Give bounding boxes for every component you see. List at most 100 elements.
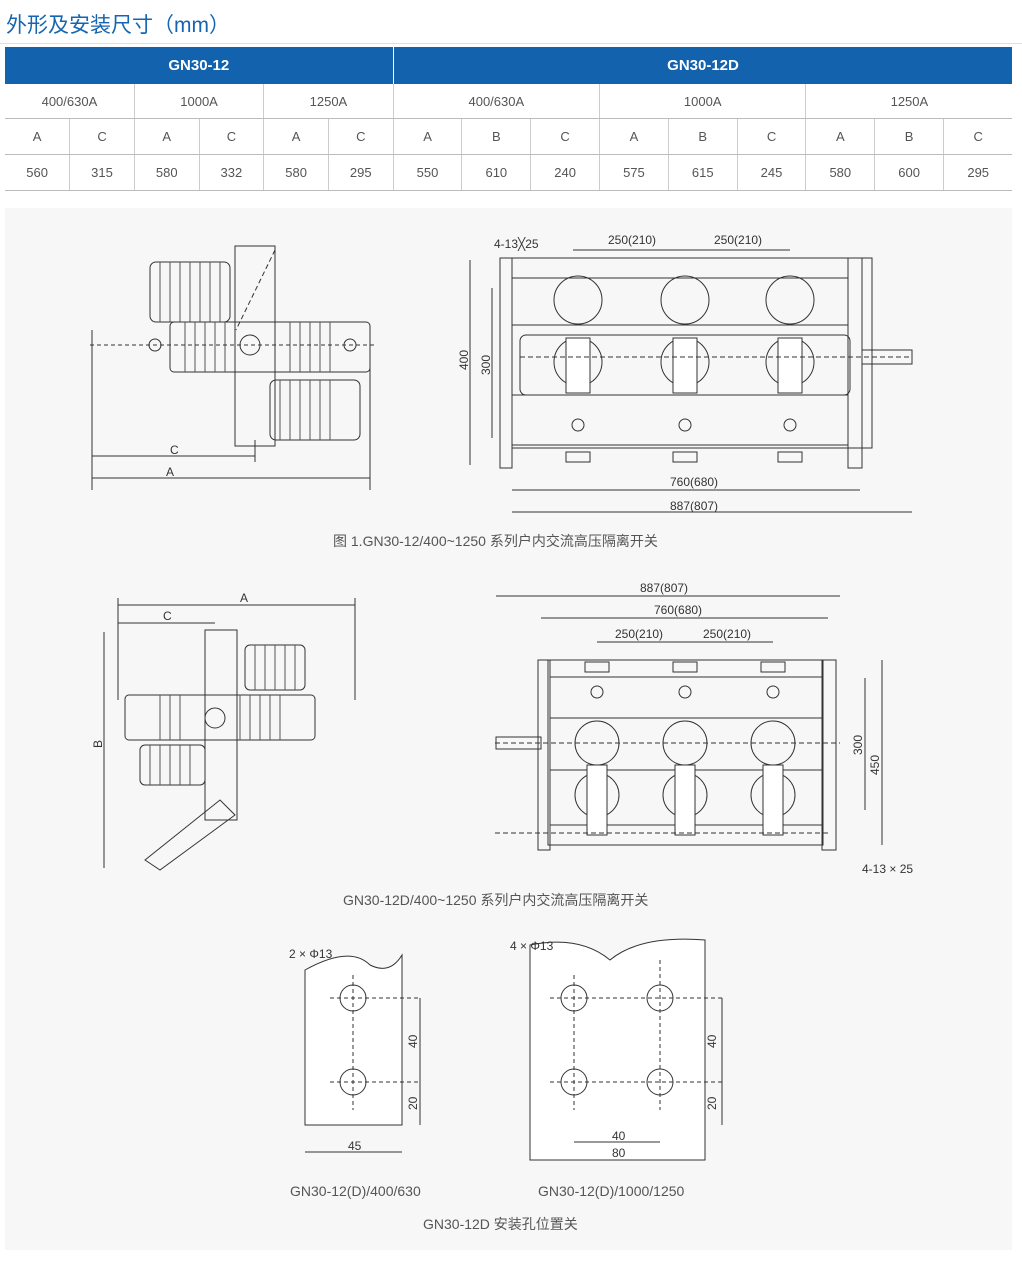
dim-label: 760(680) [654, 603, 702, 617]
value-cell: 240 [530, 154, 600, 191]
technical-drawings: C A 250(210) 250(210) 4-13╳25 760(680) 8… [90, 233, 913, 1161]
rating-cell: 1000A [599, 84, 806, 119]
value-cell: 580 [133, 154, 200, 191]
contact-blade [672, 337, 698, 394]
table-header-row: GN30-12 GN30-12D [5, 47, 1013, 84]
column-header-cell: C [327, 118, 394, 155]
value-cell: 615 [667, 154, 738, 191]
dim-label: 760(680) [670, 475, 718, 489]
insulator-disc [553, 275, 603, 325]
bolt [783, 418, 797, 432]
figure3-caption: GN30-12D 安装孔位置关 [423, 1216, 578, 1232]
rating-cell: 1250A [263, 84, 394, 119]
dim-label: C [163, 609, 172, 623]
fig3-left: 2 × Φ13 40 20 45 [289, 947, 421, 1153]
column-header-cell: B [874, 118, 944, 155]
figure1-caption: 图 1.GN30-12/400~1250 系列户内交流高压隔离开关 [333, 533, 658, 549]
bolt [678, 685, 692, 699]
insulator-disc [765, 275, 815, 325]
rating-row: 400/630A 1000A 1250A 400/630A 1000A 1250… [5, 84, 1013, 119]
insulator-disc [662, 720, 708, 766]
bolt [766, 685, 780, 699]
page-title: 外形及安装尺寸（mm） [6, 14, 230, 37]
fig1-front-view: 250(210) 250(210) 4-13╳25 760(680) 887(8… [457, 233, 913, 513]
bolt [590, 685, 604, 699]
value-cell: 550 [392, 154, 462, 191]
group-header: GN30-12D [392, 47, 1013, 84]
column-header-cell: A [5, 118, 70, 155]
insulator-disc [750, 720, 796, 766]
figure3-right-caption: GN30-12(D)/1000/1250 [538, 1183, 685, 1199]
figure2-caption: GN30-12D/400~1250 系列户内交流高压隔离开关 [343, 892, 649, 908]
dim-label: A [166, 465, 174, 479]
fig1-side-view: C A [90, 245, 375, 490]
value-cell: 295 [943, 154, 1013, 191]
value-cell: 315 [69, 154, 135, 191]
value-cell: 575 [599, 154, 669, 191]
dim-label: A [240, 591, 248, 605]
insulator-disc [574, 720, 620, 766]
column-header-cell: C [69, 118, 135, 155]
holes-label: 4-13╳25 [494, 236, 539, 251]
dim-label: 45 [348, 1139, 362, 1153]
column-header-cell: A [263, 118, 329, 155]
column-header-cell: B [667, 118, 738, 155]
value-cell: 600 [874, 154, 944, 191]
dim-label: 80 [612, 1146, 626, 1160]
value-cell: 295 [327, 154, 394, 191]
terminal [584, 661, 610, 673]
value-cell: 610 [461, 154, 531, 191]
insulator-disc [660, 275, 710, 325]
fig3-right: 4 × Φ13 40 20 40 80 [510, 938, 725, 1161]
contact-blade [586, 764, 608, 836]
terminal [672, 661, 698, 673]
fig2-side-view: A C B [91, 591, 356, 871]
terminal [760, 661, 786, 673]
dim-label: 20 [705, 1096, 719, 1110]
column-header-cell: B [461, 118, 531, 155]
value-cell: 560 [5, 154, 70, 191]
terminal [777, 451, 803, 463]
divider [0, 43, 1022, 44]
contact-blade [777, 337, 803, 394]
dim-label: 40 [406, 1034, 420, 1048]
dim-label: 250(210) [608, 233, 656, 247]
holes-label: 2 × Φ13 [289, 947, 333, 961]
dim-label: 250(210) [703, 627, 751, 641]
holes-label: 4 × Φ13 [510, 939, 554, 953]
rating-cell: 1250A [805, 84, 1013, 119]
column-header-cell: A [805, 118, 875, 155]
dim-label: 400 [457, 350, 471, 370]
value-cell: 580 [805, 154, 875, 191]
dim-label: 450 [868, 755, 882, 775]
dim-label: 887(807) [640, 581, 688, 595]
column-header-cell: A [133, 118, 200, 155]
dim-label: 300 [851, 735, 865, 755]
rating-cell: 400/630A [5, 84, 135, 119]
value-cell: 245 [736, 154, 806, 191]
dim-label: C [170, 443, 179, 457]
dim-label: 250(210) [714, 233, 762, 247]
rating-cell: 400/630A [392, 84, 600, 119]
column-header-cell: C [198, 118, 264, 155]
figure3-left-caption: GN30-12(D)/400/630 [290, 1183, 421, 1199]
holes-label: 4-13 × 25 [862, 862, 913, 876]
bolt [571, 418, 585, 432]
contact-blade [565, 337, 591, 394]
column-header-cell: A [599, 118, 669, 155]
contact-blade [674, 764, 696, 836]
column-header-cell: A [392, 118, 462, 155]
terminal [672, 451, 698, 463]
bolt [678, 418, 692, 432]
terminal [565, 451, 591, 463]
dim-label: 40 [705, 1034, 719, 1048]
group-header: GN30-12 [5, 47, 394, 84]
dimension-table: GN30-12 GN30-12D 400/630A 1000A 1250A 40… [5, 47, 1013, 191]
dim-label: 300 [479, 355, 493, 375]
dim-label: 40 [612, 1129, 626, 1143]
column-header-cell: C [943, 118, 1013, 155]
drawing-area: C A 250(210) 250(210) 4-13╳25 760(680) 8… [5, 208, 1012, 1250]
column-header-cell: C [736, 118, 806, 155]
